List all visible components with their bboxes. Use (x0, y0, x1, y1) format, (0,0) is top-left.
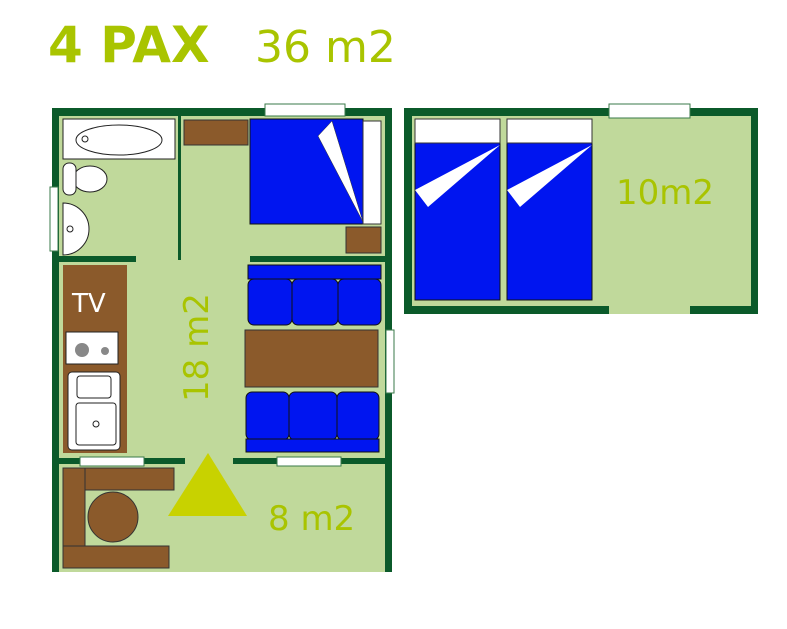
tv-label: TV (71, 289, 106, 319)
bedroom-area-label: 10m2 (616, 173, 714, 213)
bathtub-basin (75, 124, 163, 156)
bed-fold-2 (507, 145, 592, 207)
bed-fold (317, 120, 364, 223)
sofa-top-seat-2 (291, 278, 339, 326)
pillow-1 (414, 118, 501, 144)
window-terrace-2 (276, 456, 342, 467)
sofa-top-seat-1 (247, 278, 293, 326)
window-top (608, 103, 691, 119)
second-bedroom: 10m2 (404, 103, 758, 314)
bench-bottom (62, 545, 170, 569)
bed-fold-1 (415, 145, 500, 207)
pax-title: 4 PAX (48, 16, 210, 74)
sink-drainer (76, 375, 112, 399)
wall-right (751, 108, 758, 314)
wall-bottom-1 (404, 306, 609, 314)
toilet-tank (62, 162, 77, 196)
window-left (49, 186, 59, 252)
area-title: 36 m2 (255, 22, 396, 73)
wall-top (404, 108, 758, 116)
wall-top (52, 108, 392, 116)
window-right (385, 329, 395, 394)
stove (65, 331, 119, 365)
main-unit: TV 18 m2 8 m2 (49, 103, 395, 572)
living-area-label: 18 m2 (177, 293, 217, 402)
bench-top (84, 467, 175, 491)
sofa-bottom-seat-1 (245, 391, 290, 441)
round-table (87, 491, 139, 543)
wall-bath (178, 116, 181, 260)
sofa-bottom-back (245, 438, 380, 453)
drain (81, 135, 89, 143)
sink-drain (92, 420, 100, 428)
window-terrace-1 (79, 456, 145, 467)
burner-small (101, 347, 109, 355)
pillow (362, 120, 382, 225)
entrance-icon (168, 453, 247, 516)
single-bed-2 (506, 118, 593, 301)
washbasin-drain (66, 225, 74, 233)
wall-h1 (52, 256, 136, 262)
sofa-bottom-seat-2 (288, 391, 338, 441)
sofa-top-seat-3 (337, 278, 382, 326)
washbasin (62, 202, 90, 256)
pillow-2 (506, 118, 593, 144)
wall-bottom-2 (690, 306, 758, 314)
burner-large (75, 343, 89, 357)
wall-h2 (250, 256, 392, 262)
single-bed-1 (414, 118, 501, 301)
shelf (183, 119, 249, 146)
sofa-bottom-seat-3 (336, 391, 380, 441)
window-top (264, 103, 346, 117)
wall-left (404, 108, 412, 314)
wall-left (52, 108, 59, 572)
sofa-top-back (247, 264, 382, 280)
terrace-area-label: 8 m2 (268, 499, 355, 539)
toilet-bowl (72, 165, 108, 193)
dining-table (244, 329, 379, 388)
nightstand (345, 226, 382, 254)
